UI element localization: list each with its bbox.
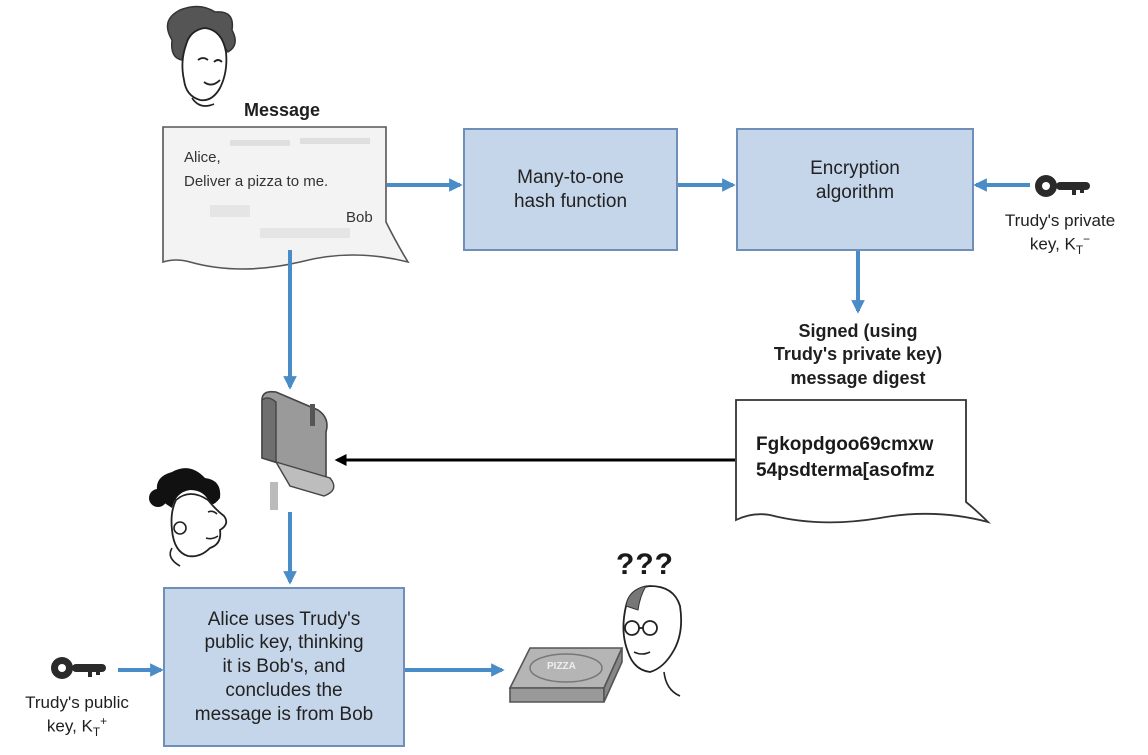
message-note-shape (162, 126, 410, 270)
alice-box-line5: message is from Bob (194, 703, 374, 725)
public-key-superscript: + (100, 714, 108, 729)
alice-box-line1: Alice uses Trudy's (207, 608, 361, 630)
bob-face-icon (622, 585, 683, 697)
public-key-line2: key, K (46, 716, 93, 736)
alice-box-line3: it is Bob's, and (222, 656, 346, 678)
encrypt-box-line2: algorithm (815, 181, 895, 203)
private-key-line2: key, K (1029, 234, 1076, 254)
pizza-label: PIZZA (547, 661, 576, 672)
private-key-line1: Trudy's private (1004, 211, 1116, 230)
digest-note-shape (735, 399, 991, 524)
private-key-subscript: T (1075, 243, 1084, 258)
public-key-label: Trudy's public key, KT+ (2, 692, 152, 741)
message-signature: Bob (346, 209, 373, 226)
encrypt-box-line1: Encryption (810, 157, 900, 179)
hash-box-line2: hash function (513, 190, 628, 212)
alice-box-line2: public key, thinking (204, 632, 364, 654)
hash-box-line1: Many-to-one (517, 166, 624, 188)
key-icon-public (51, 657, 106, 679)
private-key-label: Trudy's private key, KT− (985, 210, 1135, 259)
message-body: Deliver a pizza to me. (184, 173, 329, 190)
note-texture (210, 138, 370, 238)
digest-line2: 54psdterma[asofmz (756, 459, 935, 481)
pizza-box-icon (508, 647, 624, 703)
private-key-superscript: − (1083, 232, 1091, 247)
encryption-algorithm-box: Encryption algorithm (736, 128, 974, 251)
confusion-marks: ??? (616, 548, 674, 581)
key-icon-private (1035, 175, 1090, 197)
signed-digest-line2: Trudy's private key) (773, 344, 943, 365)
public-key-line1: Trudy's public (25, 693, 129, 712)
public-key-subscript: T (92, 725, 101, 740)
message-heading: Message (244, 100, 321, 120)
signed-digest-label: Signed (using Trudy's private key) messa… (748, 320, 968, 390)
message-greeting: Alice, (184, 149, 221, 166)
signed-digest-line3: message digest (790, 367, 926, 388)
alice-decision-box: Alice uses Trudy's public key, thinking … (163, 587, 405, 747)
hash-function-box: Many-to-one hash function (463, 128, 678, 251)
digest-line1: Fgkopdgoo69cmxw (756, 434, 934, 455)
digest-text: Fgkopdgoo69cmxw 54psdterma[asofmz (756, 432, 934, 483)
mailbox-icon (261, 390, 335, 510)
alice-face-icon (149, 468, 228, 567)
alice-box-line4: concludes the (225, 679, 343, 701)
trudy-face-icon (166, 5, 236, 107)
signed-digest-line1: Signed (using (798, 321, 918, 341)
